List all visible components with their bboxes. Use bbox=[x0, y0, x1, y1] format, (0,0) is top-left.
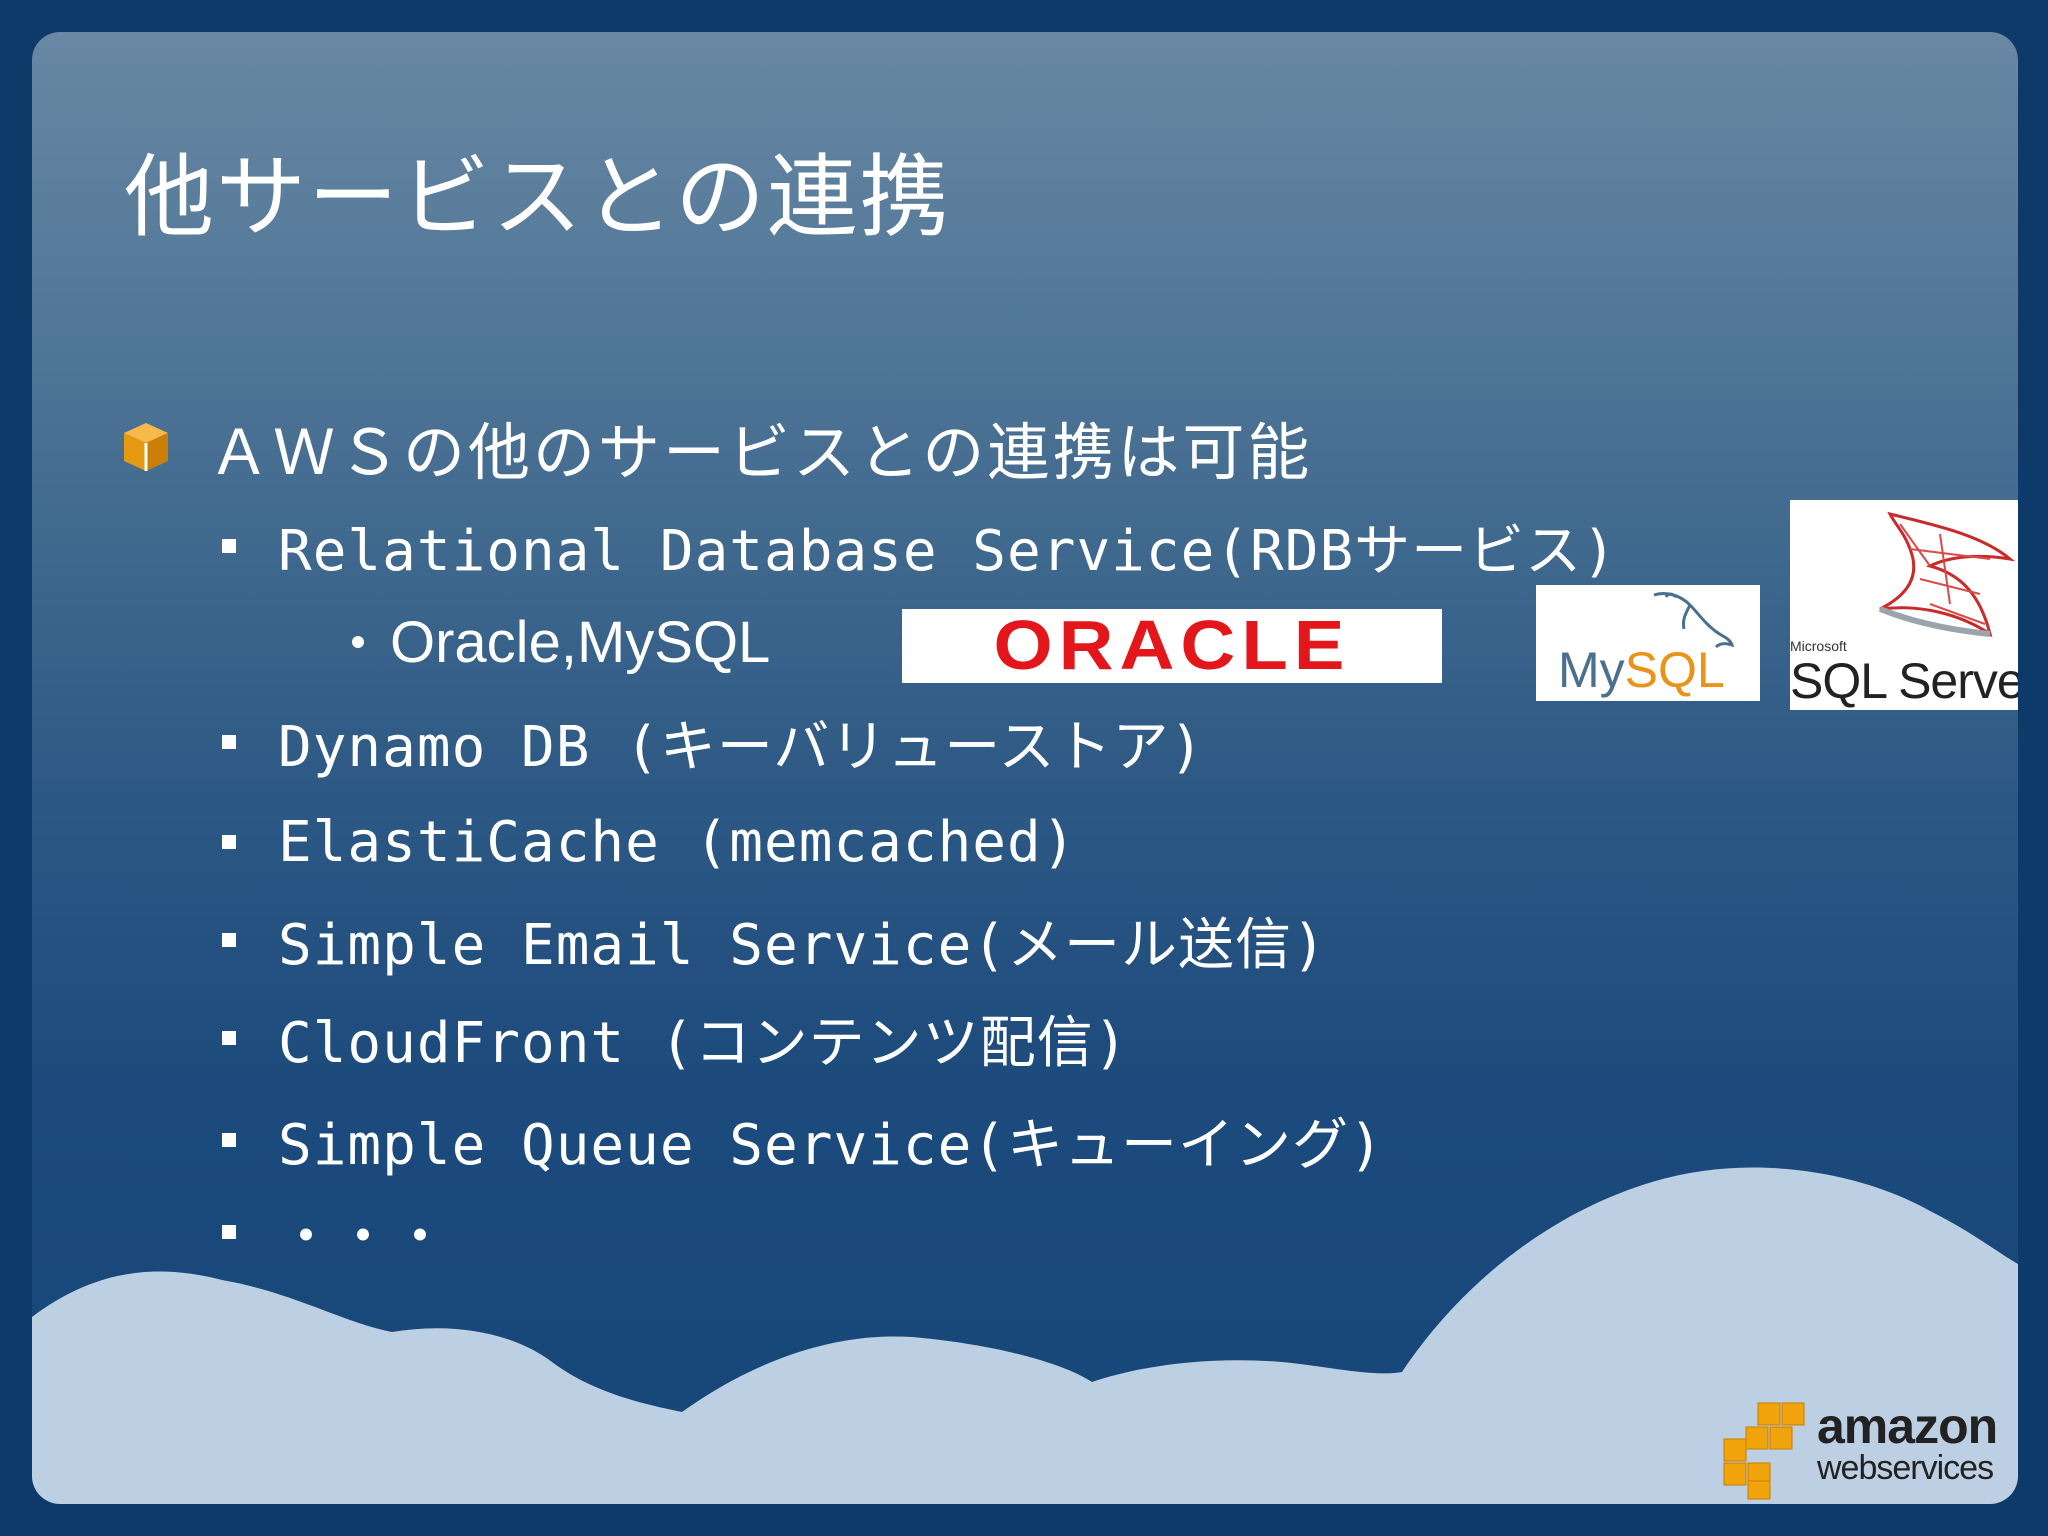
list-item: Simple Email Service(メール送信) bbox=[222, 900, 1327, 980]
aws-logo: amazon webservices bbox=[1722, 1397, 2018, 1504]
list-item-text: Simple Queue Service(キューイング) bbox=[278, 1112, 1384, 1178]
oracle-logo: ORACLE bbox=[902, 609, 1442, 683]
list-item-text: CloudFront (コンテンツ配信) bbox=[278, 1010, 1129, 1076]
list-item: ・・・ bbox=[222, 1192, 449, 1272]
square-bullet-icon bbox=[222, 1031, 236, 1045]
list-item: ElastiCache (memcached) bbox=[222, 802, 1076, 882]
aws-webservices-text: webservices bbox=[1817, 1449, 1994, 1487]
list-item-text: Simple Email Service(メール送信) bbox=[278, 912, 1327, 978]
aws-amazon-text: amazon bbox=[1817, 1398, 1998, 1454]
main-bullet: ＡＷＳの他のサービスとの連携は可能 bbox=[122, 402, 1312, 492]
square-bullet-icon bbox=[222, 1133, 236, 1147]
mysql-my-text: My bbox=[1558, 642, 1625, 698]
aws-cubes-icon bbox=[1723, 1402, 1805, 1500]
bullet-list: ＡＷＳの他のサービスとの連携は可能 Relational Database Se… bbox=[32, 32, 2018, 1504]
cube-bullet-icon bbox=[122, 421, 170, 473]
main-bullet-text: ＡＷＳの他のサービスとの連携は可能 bbox=[208, 416, 1313, 489]
mysql-sql-text: SQL bbox=[1624, 642, 1725, 698]
list-item: Relational Database Service(RDBサービス) bbox=[222, 506, 1617, 586]
dot-bullet-icon bbox=[352, 636, 364, 648]
square-bullet-icon bbox=[222, 735, 236, 749]
list-item-text: Dynamo DB (キーバリューストア) bbox=[278, 714, 1205, 780]
cloud-shapes bbox=[32, 1167, 2018, 1504]
list-item: Dynamo DB (キーバリューストア) bbox=[222, 702, 1204, 782]
sqlserver-swoosh-icon bbox=[1878, 511, 2016, 638]
list-item-text: ElastiCache (memcached) bbox=[278, 809, 1077, 875]
mysql-logo-text: MySQL bbox=[1558, 645, 1725, 695]
slide: 他サービスとの連携 ＡＷＳの他のサービスとの連携は可能 Relational D… bbox=[32, 32, 2018, 1504]
square-bullet-icon bbox=[222, 835, 236, 849]
dolphin-icon bbox=[1653, 591, 1735, 649]
mysql-logo: MySQL bbox=[1536, 585, 1760, 701]
sqlserver-text: SQL Server bbox=[1790, 653, 2018, 709]
square-bullet-icon bbox=[222, 933, 236, 947]
list-item-text: Relational Database Service(RDBサービス) bbox=[278, 518, 1617, 584]
nested-list-item: Oracle,MySQL bbox=[352, 602, 770, 682]
oracle-logo-text: ORACLE bbox=[993, 606, 1351, 685]
square-bullet-icon bbox=[222, 1225, 236, 1239]
list-item-text: ・・・ bbox=[278, 1204, 449, 1270]
sqlserver-logo: Microsoft SQL Server bbox=[1790, 500, 2018, 710]
microsoft-text: Microsoft bbox=[1790, 638, 1847, 654]
square-bullet-icon bbox=[222, 539, 236, 553]
nested-list-item-text: Oracle,MySQL bbox=[390, 609, 771, 675]
list-item: Simple Queue Service(キューイング) bbox=[222, 1100, 1384, 1180]
list-item: CloudFront (コンテンツ配信) bbox=[222, 998, 1128, 1078]
slide-title: 他サービスとの連携 bbox=[124, 145, 952, 250]
